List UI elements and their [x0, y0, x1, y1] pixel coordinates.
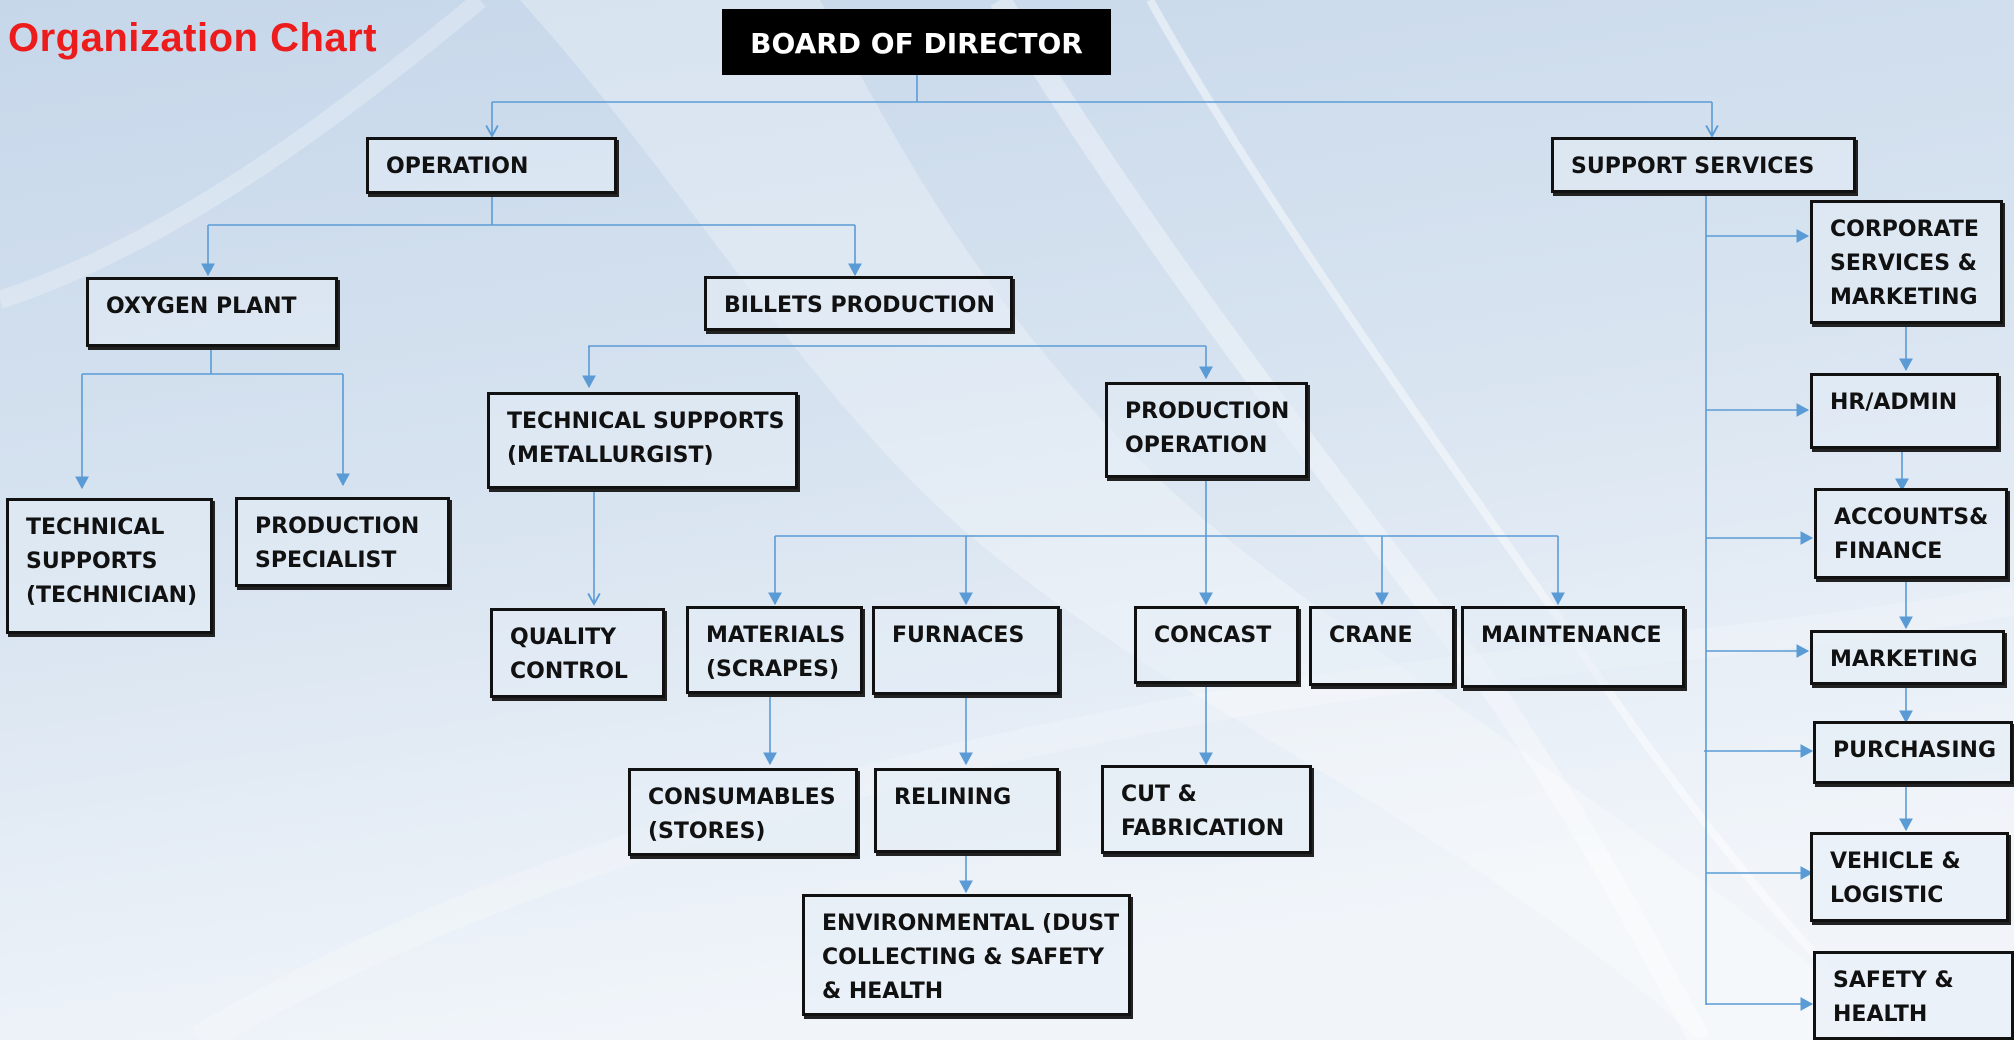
- node-oxygen-plant: OXYGEN PLANT: [86, 277, 338, 347]
- node-accounts-finance: ACCOUNTS& FINANCE: [1814, 488, 2008, 579]
- chart-title: Organization Chart: [8, 16, 378, 60]
- node-production-specialist: PRODUCTION SPECIALIST: [235, 497, 450, 587]
- node-relining: RELINING: [874, 768, 1059, 853]
- node-materials-scrapes: MATERIALS (SCRAPES): [686, 606, 863, 694]
- node-maintenance: MAINTENANCE: [1461, 606, 1685, 688]
- node-quality-control: QUALITY CONTROL: [490, 608, 665, 698]
- node-corporate-services-marketing: CORPORATE SERVICES & MARKETING: [1810, 200, 2003, 324]
- node-marketing: MARKETING: [1810, 630, 2005, 685]
- node-cut-fabrication: CUT & FABRICATION: [1101, 765, 1312, 854]
- node-board-of-director: BOARD OF DIRECTOR: [722, 9, 1111, 75]
- node-production-operation: PRODUCTION OPERATION: [1105, 382, 1308, 478]
- node-consumables-stores: CONSUMABLES (STORES): [628, 768, 858, 856]
- node-technical-supports-technician: TECHNICAL SUPPORTS (TECHNICIAN): [6, 498, 213, 634]
- node-technical-supports-metallurgist: TECHNICAL SUPPORTS (METALLURGIST): [487, 392, 798, 489]
- node-purchasing: PURCHASING: [1813, 721, 2013, 784]
- node-operation: OPERATION: [366, 137, 617, 194]
- node-hr-admin: HR/ADMIN: [1810, 373, 1999, 449]
- node-billets-production: BILLETS PRODUCTION: [704, 276, 1013, 331]
- node-furnaces: FURNACES: [872, 606, 1060, 695]
- node-safety-health: SAFETY & HEALTH: [1813, 951, 2014, 1040]
- node-crane: CRANE: [1309, 606, 1455, 686]
- node-support-services: SUPPORT SERVICES: [1551, 137, 1856, 193]
- node-vehicle-logistic: VEHICLE & LOGISTIC: [1810, 832, 2009, 922]
- node-concast: CONCAST: [1134, 606, 1299, 684]
- node-environmental: ENVIRONMENTAL (DUST COLLECTING & SAFETY …: [802, 894, 1131, 1016]
